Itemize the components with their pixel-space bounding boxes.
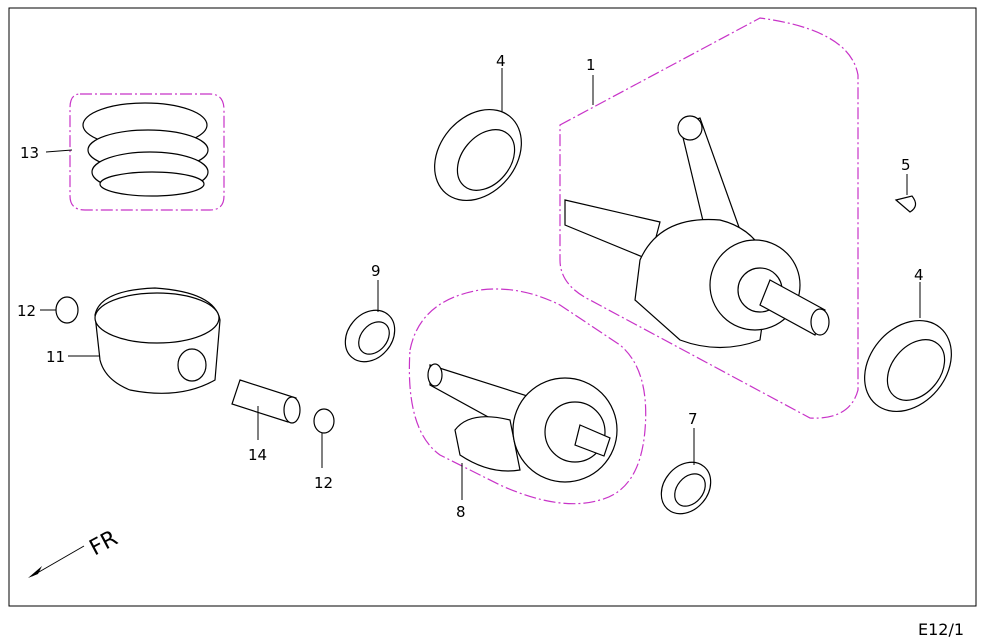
callout-14: 14	[248, 446, 267, 464]
piston-rings-part	[82, 102, 209, 197]
piston-rings-group-outline	[69, 93, 225, 211]
arrow-icon	[31, 545, 85, 577]
fr-label: FR	[86, 526, 122, 561]
callout-4-right: 4	[914, 266, 924, 284]
diagram-frame	[8, 7, 977, 607]
callout-5: 5	[901, 156, 911, 174]
bearing-top-part	[434, 108, 522, 202]
balancer-group-outline	[408, 288, 647, 505]
callout-12-right: 12	[314, 474, 333, 492]
piston-part	[94, 287, 221, 394]
clip-right-part	[313, 408, 335, 434]
arrowhead-icon	[28, 566, 42, 578]
clip-left-part	[55, 296, 79, 324]
callout-8: 8	[456, 503, 466, 521]
key-part	[894, 195, 917, 213]
crankshaft-group-outline	[559, 17, 859, 419]
callout-7: 7	[688, 410, 698, 428]
page-code: E12/1	[918, 620, 964, 639]
callout-1: 1	[586, 56, 596, 74]
piston-pin-part	[231, 379, 301, 424]
callout-9: 9	[371, 262, 381, 280]
leader-lines	[40, 68, 921, 500]
bearing-mid-part	[344, 309, 396, 363]
bearing-right-part	[864, 319, 952, 413]
callout-12-left: 12	[17, 302, 36, 320]
callout-11: 11	[46, 348, 65, 366]
callout-13: 13	[20, 144, 39, 162]
front-direction-indicator: FR	[28, 526, 122, 578]
bearing-small-part	[660, 461, 712, 515]
balancer-shaft-part	[427, 363, 618, 483]
callout-4-top: 4	[496, 52, 506, 70]
crankshaft-part	[564, 115, 830, 349]
